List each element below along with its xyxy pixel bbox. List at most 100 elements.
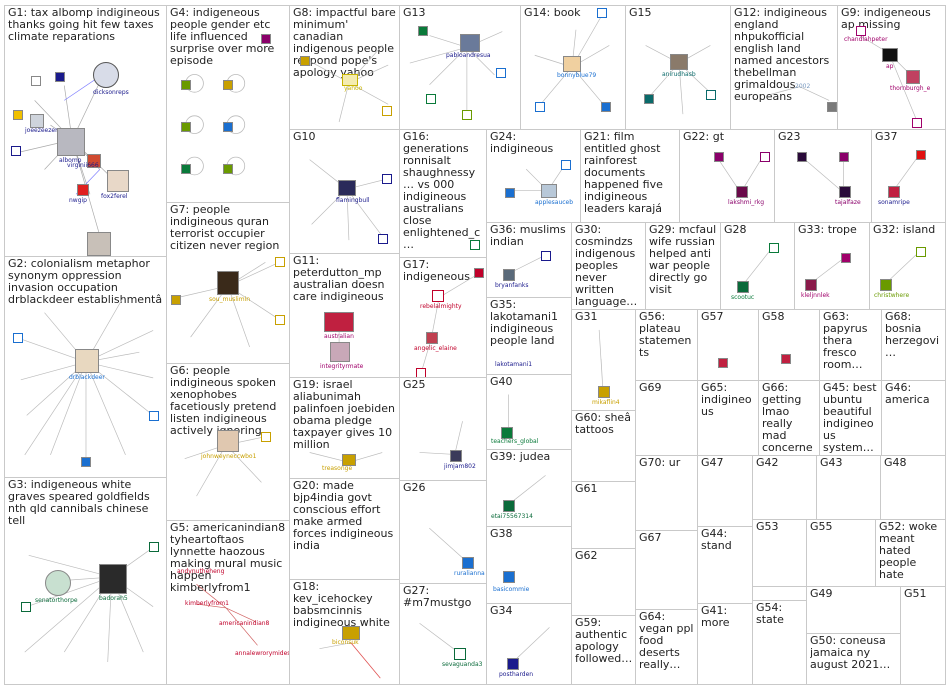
vertex-g14-b-icon[interactable] — [601, 102, 611, 112]
vertex-g8-b-icon[interactable] — [382, 106, 392, 116]
vertex-ap-icon[interactable] — [882, 48, 898, 62]
vertex-senatorthorpe-icon[interactable] — [45, 570, 71, 596]
vertex-bryanfanks-icon[interactable] — [503, 269, 515, 281]
vertex-christwhere-icon[interactable] — [880, 279, 892, 291]
group-label: G21: film entitled ghost rainforest docu… — [584, 131, 663, 215]
vertex-sonamripe: sonamripe — [878, 199, 910, 206]
group-label: G25 — [403, 379, 426, 391]
vertex-g9-a-icon[interactable] — [912, 118, 922, 128]
vertex-g2-b-icon[interactable] — [149, 411, 159, 421]
vertex-g8-a-icon[interactable] — [300, 56, 310, 66]
vertex-thornburgh_e-icon[interactable] — [906, 70, 920, 84]
vertex-g13-c-icon[interactable] — [426, 94, 436, 104]
vertex-flamingbull-icon[interactable] — [338, 180, 356, 196]
vertex-angelic_elaine-icon[interactable] — [426, 332, 438, 344]
vertex-g16-a-icon[interactable] — [470, 240, 480, 250]
vertex-sonamripe-icon[interactable] — [888, 186, 900, 198]
vertex-nwgip-icon[interactable] — [77, 184, 89, 196]
vertex-g22-a-icon[interactable] — [714, 152, 724, 162]
vertex-chandlahpeter-icon[interactable] — [856, 26, 866, 36]
vertex-etai75567314-icon[interactable] — [503, 500, 515, 512]
vertex-albomp-icon[interactable] — [57, 128, 85, 156]
vertex-kleljnnlek-icon[interactable] — [805, 279, 817, 291]
vertex-g4-d-icon[interactable] — [223, 122, 233, 132]
vertex-g4-c-icon[interactable] — [181, 122, 191, 132]
vertex-drblackdeer-icon[interactable] — [75, 349, 99, 373]
vertex-g32-a-icon[interactable] — [916, 247, 926, 257]
vertex-g24-b-icon[interactable] — [561, 160, 571, 170]
vertex-g3-a-icon[interactable] — [149, 542, 159, 552]
vertex-g2-c-icon[interactable] — [81, 457, 91, 467]
vertex-g1-person-icon[interactable] — [87, 232, 111, 256]
vertex-g7-c-icon[interactable] — [275, 257, 285, 267]
vertex-postharden-icon[interactable] — [507, 658, 519, 670]
vertex-g12-a-icon[interactable] — [827, 102, 837, 112]
vertex-g3-b-icon[interactable] — [21, 602, 31, 612]
vertex-g10-b-icon[interactable] — [378, 234, 388, 244]
vertex-lakshmi_rkg-icon[interactable] — [736, 186, 748, 198]
vertex-dicksonreps-icon[interactable] — [93, 62, 119, 88]
vertex-badorah5-icon[interactable] — [99, 564, 127, 594]
vertex-yahoo-icon[interactable] — [342, 74, 358, 86]
vertex-g2-a-icon[interactable] — [13, 333, 23, 343]
group-label: G40 — [490, 376, 513, 388]
vertex-g4-b-icon[interactable] — [223, 80, 233, 90]
vertex-scootuc-icon[interactable] — [737, 281, 749, 293]
vertex-joeezeezer-icon[interactable] — [30, 114, 44, 128]
vertex-g14-c-icon[interactable] — [535, 102, 545, 112]
vertex-jimjam802-icon[interactable] — [450, 450, 462, 462]
vertex-g37-a-icon[interactable] — [916, 150, 926, 160]
vertex-g4-e-icon[interactable] — [181, 164, 191, 174]
vertex-g1-misc3-icon[interactable] — [13, 110, 23, 120]
vertex-g15-b-icon[interactable] — [644, 94, 654, 104]
vertex-bonnyblue79-icon[interactable] — [563, 56, 581, 72]
vertex-anirudhasb-icon[interactable] — [670, 54, 688, 70]
vertex-teachers_global-icon[interactable] — [501, 427, 513, 439]
vertex-australian-icon[interactable] — [324, 312, 354, 332]
vertex-g1-misc-icon[interactable] — [31, 76, 41, 86]
vertex-g6-a-icon[interactable] — [261, 432, 271, 442]
vertex-g7-b-icon[interactable] — [275, 315, 285, 325]
vertex-mikaflin4-icon[interactable] — [598, 386, 610, 398]
vertex-g58-a-icon[interactable] — [781, 354, 791, 364]
vertex-g13-b-icon[interactable] — [496, 68, 506, 78]
vertex-g23-a-icon[interactable] — [797, 152, 807, 162]
vertex-g4-a-icon[interactable] — [181, 80, 191, 90]
group-label: G1: tax albomp indigineous thanks going … — [8, 7, 160, 43]
group-label: G52: woke meant hated people hate — [879, 521, 938, 581]
vertex-g14-a-icon[interactable] — [597, 8, 607, 18]
vertex-g36-a-icon[interactable] — [541, 251, 551, 261]
vertex-g17-b-icon[interactable] — [416, 368, 426, 377]
vertex-sou_muslimin-icon[interactable] — [217, 271, 239, 295]
vertex-g13-d-icon[interactable] — [462, 110, 472, 120]
vertex-treasonge-icon[interactable] — [342, 454, 356, 466]
vertex-sevaguanda3-icon[interactable] — [454, 648, 466, 660]
vertex-g1-misc4-icon[interactable] — [55, 72, 65, 82]
vertex-applesauceb-icon[interactable] — [541, 184, 557, 198]
vertex-g4-f-icon[interactable] — [223, 164, 233, 174]
vertex-g57-a-icon[interactable] — [718, 358, 728, 368]
vertex-g7-a-icon[interactable] — [171, 295, 181, 305]
vertex-fox2ferel-icon[interactable] — [107, 170, 129, 192]
vertex-g13-a-icon[interactable] — [418, 26, 428, 36]
vertex-g24-a-icon[interactable] — [505, 188, 515, 198]
vertex-ruralianna-icon[interactable] — [462, 557, 474, 569]
vertex-rebelalmighty-icon[interactable] — [432, 290, 444, 302]
vertex-g33-a-icon[interactable] — [841, 253, 851, 263]
vertex-g28-a-icon[interactable] — [769, 243, 779, 253]
vertex-biconsuk-icon[interactable] — [342, 626, 360, 640]
vertex-g15-a-icon[interactable] — [706, 90, 716, 100]
vertex-g17-a-icon[interactable] — [474, 268, 484, 278]
vertex-virginii666-icon[interactable] — [87, 154, 101, 168]
vertex-integrityrmate-icon[interactable] — [330, 342, 350, 362]
group-panel-g60: G60: sheâ tattoos — [571, 410, 636, 482]
vertex-johnweyneccwbo1-icon[interactable] — [217, 430, 239, 452]
vertex-g23-b-icon[interactable] — [839, 152, 849, 162]
vertex-g22-b-icon[interactable] — [760, 152, 770, 162]
vertex-g1-misc2-icon[interactable] — [11, 146, 21, 156]
vertex-g4-g-icon[interactable] — [261, 34, 271, 44]
vertex-basicommie-icon[interactable] — [503, 571, 515, 583]
vertex-pabloandresua-icon[interactable] — [460, 34, 480, 52]
vertex-g10-a-icon[interactable] — [382, 174, 392, 184]
vertex-tajalfaze-icon[interactable] — [839, 186, 851, 198]
